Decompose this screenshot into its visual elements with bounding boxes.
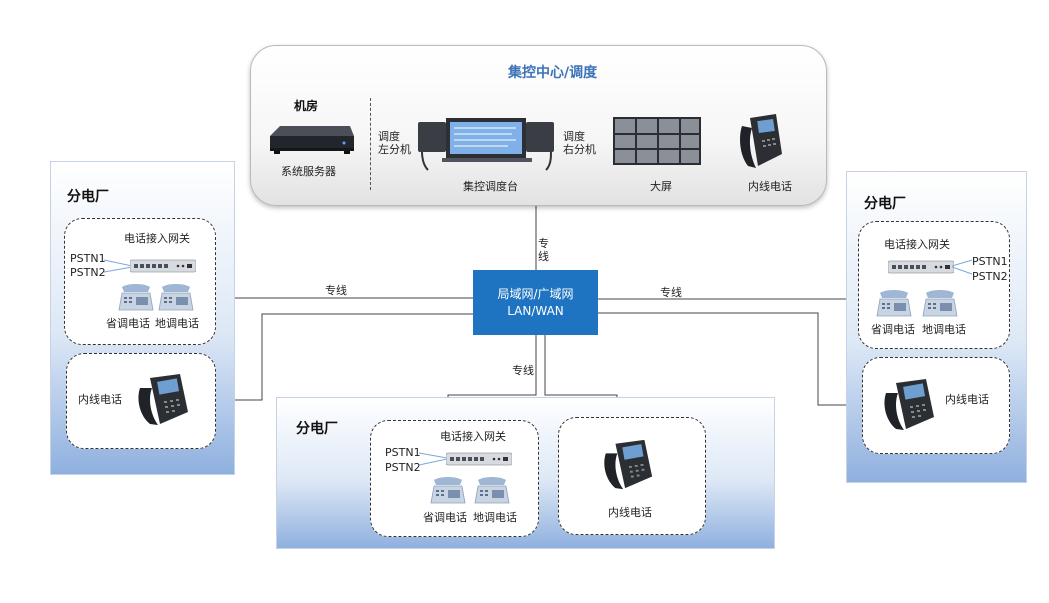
link-label-left: 专线 — [325, 284, 347, 297]
right-prov-phone-label: 省调电话 — [871, 323, 915, 336]
right-plant-title: 分电厂 — [864, 196, 906, 212]
video-wall-icon — [613, 117, 701, 165]
machine-room-title: 机房 — [294, 99, 319, 113]
bottom-gateway-icon — [446, 452, 512, 466]
room-divider — [370, 98, 371, 190]
lan-line2: LAN/WAN — [507, 303, 564, 318]
lan-wan-box: 局域网/广域网 LAN/WAN — [473, 270, 598, 335]
left-gateway-group — [64, 218, 216, 345]
link-label-right: 专线 — [660, 286, 682, 299]
bottom-prov-phone-icon — [430, 477, 466, 504]
bottom-ext-phone-icon — [604, 439, 653, 490]
right-pstn2: PSTN2 — [972, 270, 1008, 283]
lan-line1: 局域网/广域网 — [497, 286, 574, 301]
server-label: 系统服务器 — [281, 165, 336, 178]
left-plant-title: 分电厂 — [67, 189, 109, 205]
right-ext-label: 内线电话 — [945, 393, 989, 406]
bottom-local-phone-icon — [474, 477, 510, 504]
console-label: 集控调度台 — [463, 180, 518, 193]
right-gateway-group — [858, 221, 1010, 349]
left-extension-label: 调度 左分机 — [378, 130, 411, 156]
server-icon — [270, 126, 354, 154]
right-ext-phone-icon — [884, 379, 934, 430]
bottom-ext-label: 内线电话 — [608, 506, 652, 519]
right-prov-phone-icon — [876, 290, 912, 317]
bottom-local-phone-label: 地调电话 — [473, 511, 517, 524]
screen-label: 大屏 — [650, 180, 672, 193]
ip-phone-icon — [740, 114, 782, 168]
left-pstn2: PSTN2 — [70, 266, 106, 279]
bottom-gateway-label: 电话接入网关 — [440, 430, 506, 443]
left-gateway-label: 电话接入网关 — [124, 232, 190, 245]
right-local-phone-icon — [922, 290, 958, 317]
left-pstn1: PSTN1 — [70, 252, 106, 265]
link-label-top: 专 线 — [538, 237, 549, 263]
right-gateway-label: 电话接入网关 — [884, 238, 950, 251]
right-extension-label: 调度 右分机 — [563, 130, 596, 156]
bottom-pstn1: PSTN1 — [385, 446, 421, 459]
bottom-plant-title: 分电厂 — [296, 421, 338, 437]
right-gateway-icon — [888, 260, 954, 274]
left-local-phone-label: 地调电话 — [155, 317, 199, 330]
left-pstn-lines — [104, 259, 133, 273]
link-label-bottom: 专线 — [512, 364, 534, 377]
right-pstn-lines — [952, 259, 973, 275]
left-prov-phone-icon — [118, 284, 154, 311]
left-ext-label: 内线电话 — [78, 393, 122, 406]
left-prov-phone-label: 省调电话 — [106, 317, 150, 330]
center-phone-label: 内线电话 — [748, 180, 792, 193]
left-gateway-icon — [130, 259, 196, 273]
bottom-pstn2: PSTN2 — [385, 461, 421, 474]
left-ext-phone-icon — [138, 374, 188, 425]
bottom-prov-phone-label: 省调电话 — [423, 511, 467, 524]
left-local-phone-icon — [158, 284, 194, 311]
dispatch-console-icon — [418, 118, 554, 171]
control-center-title: 集控中心/调度 — [508, 65, 598, 81]
bottom-pstn-lines — [419, 452, 448, 466]
right-pstn1: PSTN1 — [972, 255, 1008, 268]
right-local-phone-label: 地调电话 — [922, 323, 966, 336]
